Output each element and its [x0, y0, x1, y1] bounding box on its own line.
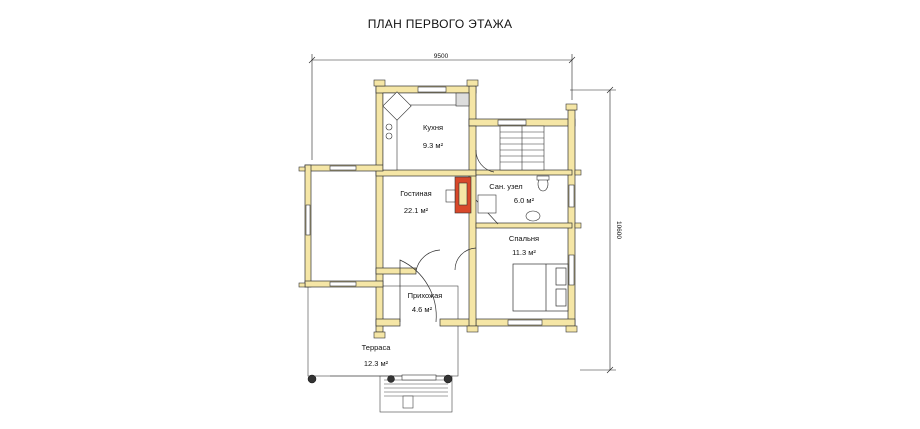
room-area-bedroom: 11.3 м²	[512, 248, 536, 257]
room-name-living: Гостиная	[400, 189, 431, 198]
kitchen-fixtures	[382, 91, 470, 171]
width-dimension: 9500	[434, 53, 449, 60]
stove	[445, 176, 472, 214]
windows	[305, 86, 575, 381]
room-name-hallway: Прихожая	[408, 291, 443, 300]
room-area-kitchen: 9.3 м²	[423, 141, 444, 150]
log-ends	[298, 79, 582, 339]
wall-south-hall-left	[375, 318, 401, 327]
bathroom-fixtures	[477, 175, 550, 222]
wall-east	[567, 109, 576, 327]
room-name-bathroom: Сан. узел	[489, 182, 522, 191]
wall-living-hall	[375, 267, 417, 275]
room-area-hallway: 4.6 м²	[412, 305, 433, 314]
terrace-columns	[307, 374, 453, 384]
room-name-terrace: Терраса	[362, 343, 392, 352]
wall-center	[468, 125, 477, 327]
room-area-bathroom: 6.0 м²	[514, 196, 535, 205]
room-name-bedroom: Спальня	[509, 234, 539, 243]
wall-west-house	[375, 85, 384, 333]
stairs	[499, 125, 545, 171]
room-area-living: 22.1 м²	[404, 206, 429, 215]
room-area-terrace: 12.3 м²	[364, 359, 389, 368]
height-dimension: 10600	[615, 221, 622, 239]
dimension-lines	[308, 54, 616, 374]
room-name-kitchen: Кухня	[423, 123, 443, 132]
bed	[512, 263, 569, 312]
wall-bath-bedroom	[475, 222, 573, 229]
plan-title: ПЛАН ПЕРВОГО ЭТАЖА	[367, 17, 513, 31]
doors	[399, 149, 499, 323]
wall-kitchen-living	[375, 169, 477, 177]
